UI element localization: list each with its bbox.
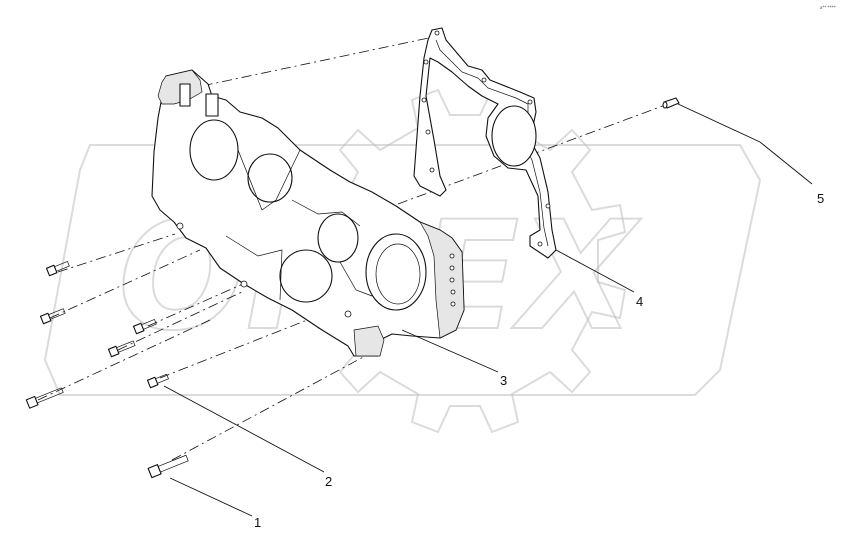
leader-lines bbox=[163, 103, 813, 517]
dowel-pin-end bbox=[662, 101, 668, 109]
gasket-bore bbox=[491, 105, 537, 167]
alignment-line bbox=[159, 299, 359, 379]
leader-line-4 bbox=[555, 249, 635, 293]
alignment-line bbox=[147, 282, 246, 327]
short-bolt bbox=[132, 318, 157, 335]
gasket-hole bbox=[527, 99, 533, 105]
gasket-hole bbox=[537, 241, 543, 247]
housing-hole bbox=[344, 310, 352, 318]
alignment-line bbox=[37, 319, 211, 401]
callout-2: 2 bbox=[325, 474, 332, 489]
housing-boss bbox=[179, 83, 191, 107]
housing-bore-mid bbox=[317, 213, 359, 263]
gasket-hole bbox=[425, 129, 431, 135]
alignment-line bbox=[182, 35, 439, 91]
leader-line-1 bbox=[169, 477, 253, 517]
long-bolt bbox=[25, 387, 64, 409]
alignment-line bbox=[57, 233, 176, 273]
alignment-line bbox=[171, 347, 381, 461]
gasket-hole bbox=[421, 97, 427, 103]
callout-5: 5 bbox=[817, 191, 824, 206]
housing-bore-top bbox=[247, 153, 293, 203]
gasket-inner-edge bbox=[435, 39, 549, 247]
housing-flange-hole bbox=[449, 253, 455, 259]
housing-rib bbox=[225, 235, 283, 301]
gasket-hole bbox=[481, 77, 487, 83]
alignment-line bbox=[49, 249, 201, 319]
gasket-hole bbox=[429, 167, 435, 173]
housing-right-flange bbox=[419, 221, 465, 339]
housing-flange-hole bbox=[449, 277, 455, 283]
leader-line-5-tail bbox=[759, 141, 813, 185]
housing-boss bbox=[205, 93, 219, 117]
housing-bore-left bbox=[189, 119, 239, 181]
housing-gasket bbox=[413, 27, 557, 259]
leader-line-2 bbox=[163, 385, 325, 473]
housing-bore-large-inner bbox=[375, 243, 421, 305]
housing-bore-large bbox=[365, 233, 427, 311]
gasket-hole bbox=[423, 59, 429, 65]
short-bolt bbox=[107, 340, 136, 358]
housing-flange-hole bbox=[450, 289, 456, 295]
leader-line-3 bbox=[401, 329, 499, 373]
housing-hole bbox=[240, 280, 248, 288]
gasket-hole bbox=[434, 30, 440, 36]
housing-flange-hole bbox=[450, 301, 456, 307]
watermark-ring bbox=[43, 144, 762, 396]
dowel-pin bbox=[662, 97, 680, 109]
bolt-set bbox=[25, 260, 189, 479]
housing-rib bbox=[291, 199, 361, 227]
callouts: 1 2 3 4 5 bbox=[254, 191, 824, 530]
housing-lower-lug bbox=[353, 325, 385, 357]
housing-flange-hole bbox=[449, 265, 455, 271]
housing-rib bbox=[237, 149, 301, 211]
long-bolt bbox=[147, 454, 189, 479]
housing-bore-center bbox=[279, 249, 333, 303]
housing-rib bbox=[339, 261, 373, 297]
short-bolt bbox=[39, 308, 66, 325]
corner-mark: a** **** bbox=[820, 5, 836, 10]
alignment-line bbox=[117, 291, 243, 351]
short-bolt bbox=[146, 373, 169, 389]
gasket-hole bbox=[545, 203, 551, 209]
short-bolt bbox=[45, 260, 70, 277]
callout-4: 4 bbox=[636, 294, 643, 309]
housing-hole bbox=[176, 222, 184, 230]
callout-3: 3 bbox=[500, 373, 507, 388]
timing-gear-housing bbox=[151, 69, 465, 357]
callout-1: 1 bbox=[254, 515, 261, 530]
leader-line-5 bbox=[677, 103, 761, 143]
